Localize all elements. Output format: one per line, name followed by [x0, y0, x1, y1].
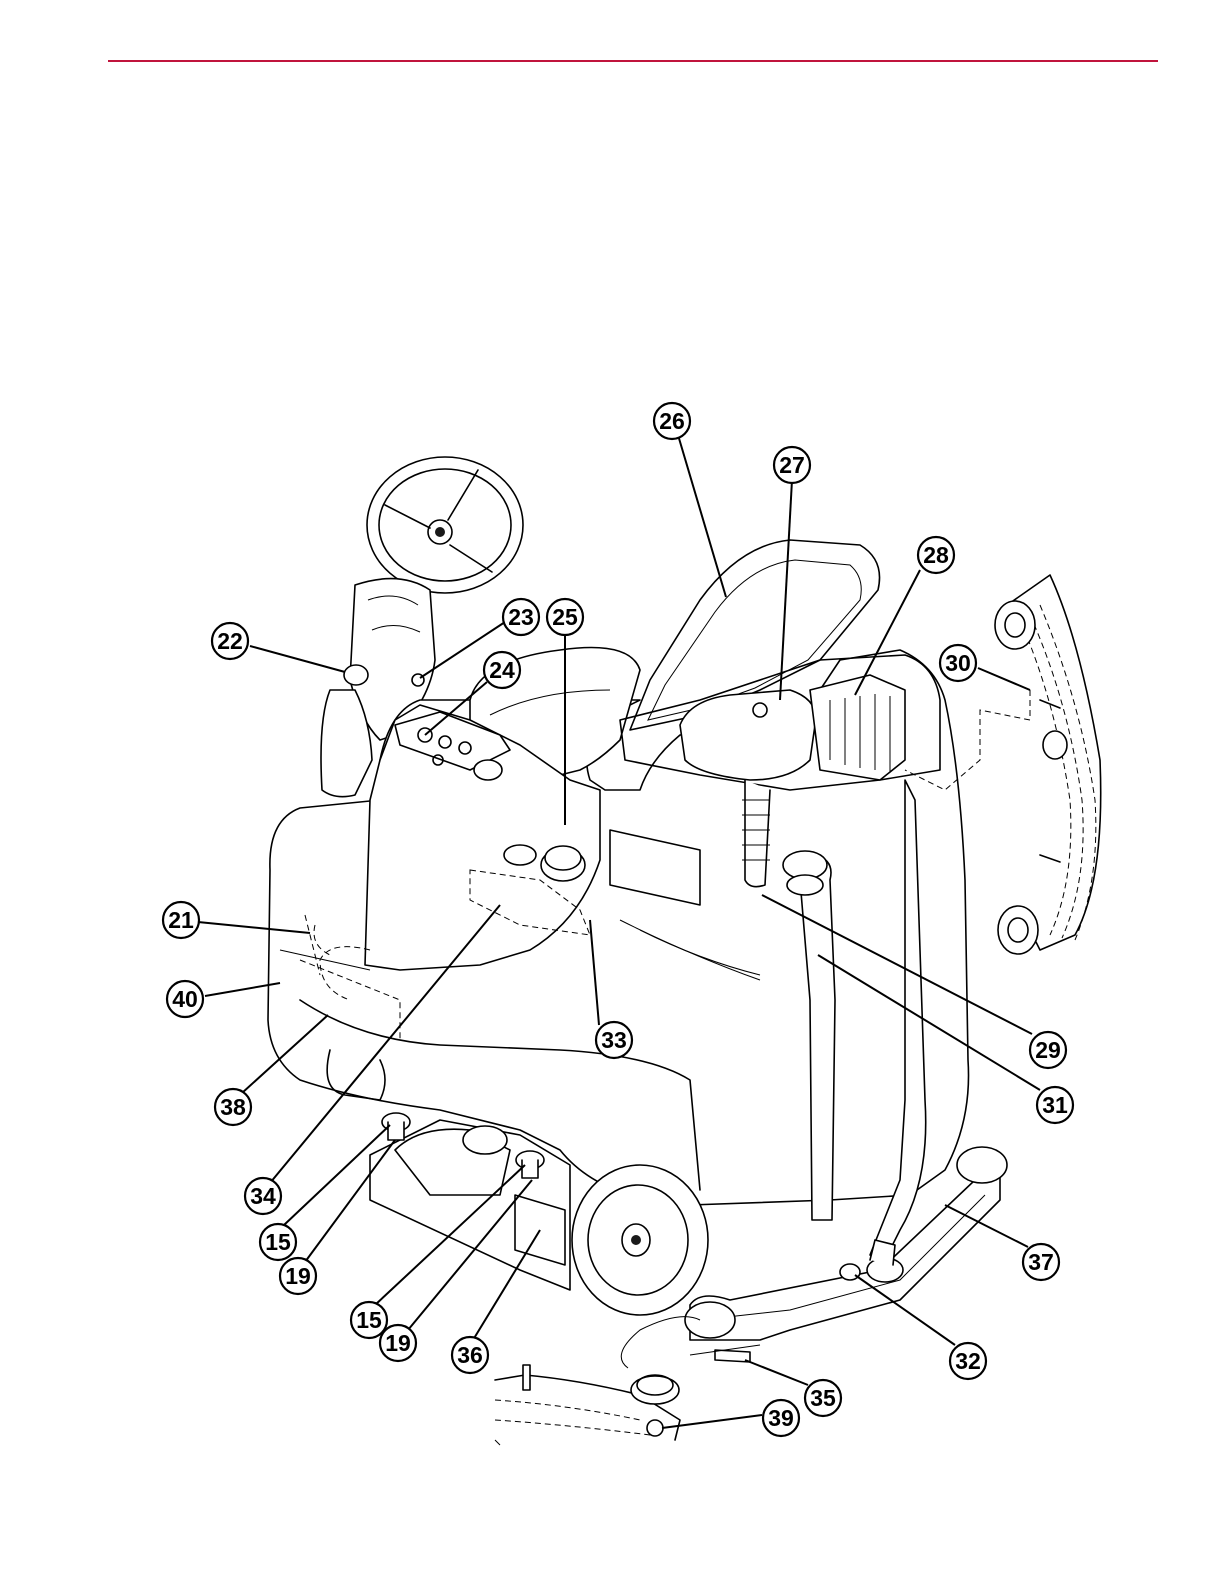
svg-text:33: 33: [601, 1027, 627, 1053]
callout-30: 30: [940, 645, 976, 681]
callout-15-right: 15: [351, 1302, 387, 1338]
svg-text:36: 36: [457, 1342, 483, 1368]
callout-29: 29: [1030, 1032, 1066, 1068]
svg-text:25: 25: [552, 604, 578, 630]
svg-text:29: 29: [1035, 1037, 1061, 1063]
callout-34: 34: [245, 1178, 281, 1214]
svg-text:19: 19: [385, 1330, 411, 1356]
callout-27: 27: [774, 447, 810, 483]
callout-21: 21: [163, 902, 199, 938]
callout-19-right: 19: [380, 1325, 416, 1361]
svg-text:21: 21: [168, 907, 194, 933]
svg-text:23: 23: [508, 604, 534, 630]
svg-text:39: 39: [768, 1405, 794, 1431]
svg-text:32: 32: [955, 1348, 981, 1374]
callout-24: 24: [484, 652, 520, 688]
machine-illustration: [268, 457, 1101, 1445]
svg-text:19: 19: [285, 1263, 311, 1289]
callout-35: 35: [805, 1380, 841, 1416]
squeegee-bottom-inset: [495, 1317, 700, 1445]
callout-38: 38: [215, 1089, 251, 1125]
svg-text:35: 35: [810, 1385, 836, 1411]
callout-15-left: 15: [260, 1224, 296, 1260]
callout-19-left: 19: [280, 1258, 316, 1294]
callout-28: 28: [918, 537, 954, 573]
svg-text:15: 15: [356, 1307, 382, 1333]
callout-23: 23: [503, 599, 539, 635]
svg-text:34: 34: [250, 1183, 276, 1209]
svg-text:38: 38: [220, 1094, 246, 1120]
callout-37: 37: [1023, 1244, 1059, 1280]
svg-text:22: 22: [217, 628, 243, 654]
svg-text:37: 37: [1028, 1249, 1054, 1275]
callout-40: 40: [167, 981, 203, 1017]
callout-36: 36: [452, 1337, 488, 1373]
svg-text:24: 24: [489, 657, 515, 683]
callout-22: 22: [212, 623, 248, 659]
callout-31: 31: [1037, 1087, 1073, 1123]
svg-text:26: 26: [659, 408, 685, 434]
svg-text:27: 27: [779, 452, 805, 478]
svg-text:30: 30: [945, 650, 971, 676]
callout-33: 33: [596, 1022, 632, 1058]
svg-text:15: 15: [265, 1229, 291, 1255]
callout-26: 26: [654, 403, 690, 439]
svg-text:28: 28: [923, 542, 949, 568]
steering-wheel: [367, 457, 523, 593]
callout-32: 32: [950, 1343, 986, 1379]
callout-25: 25: [547, 599, 583, 635]
svg-text:40: 40: [172, 986, 198, 1012]
callout-39: 39: [763, 1400, 799, 1436]
svg-text:31: 31: [1042, 1092, 1068, 1118]
